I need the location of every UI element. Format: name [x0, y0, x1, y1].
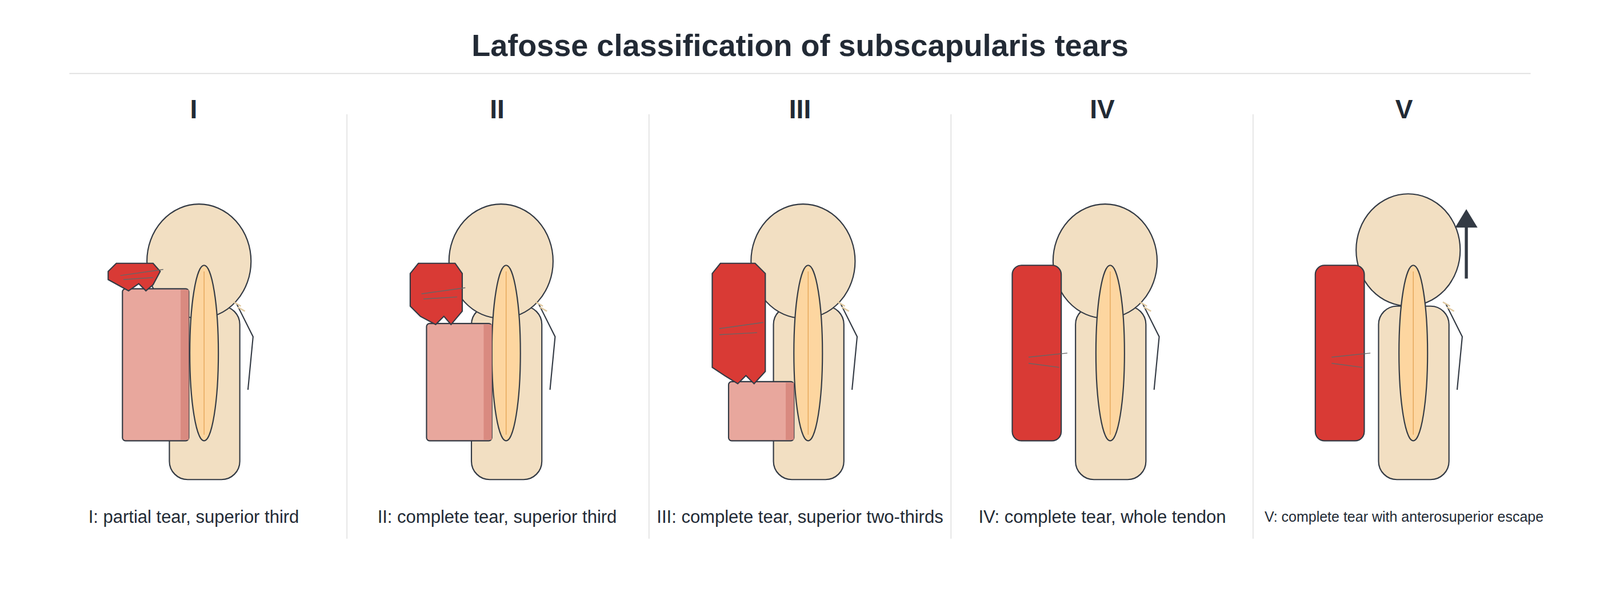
suture-line [719, 322, 764, 335]
panel-illustration [410, 204, 556, 480]
tendon-insertion [483, 324, 492, 440]
escape-arrow-shaft [1464, 224, 1468, 279]
intact-tendon [122, 288, 189, 441]
bicipital-groove [492, 265, 556, 441]
torn-tendon [108, 263, 160, 291]
bicipital-groove [1096, 265, 1160, 441]
panel-illustration [1012, 204, 1159, 480]
type-heading: II [489, 94, 505, 124]
type-caption: I: partial tear, superior third [88, 507, 300, 527]
separator-line [346, 114, 347, 539]
type-heading: I [190, 94, 198, 124]
torn-tendon [410, 263, 463, 325]
type-caption: V: complete tear with anterosuperior esc… [1264, 509, 1544, 526]
suture-line [421, 288, 466, 300]
panel-illustration [712, 204, 858, 480]
suture-line [1331, 353, 1371, 368]
type-heading: IV [1089, 94, 1115, 124]
separator-line [950, 114, 952, 539]
type-caption: II: complete tear, superior third [377, 507, 618, 527]
separator-line [1252, 114, 1254, 539]
escape-arrow-head [1454, 209, 1478, 228]
suture-line [120, 269, 164, 280]
intact-tendon [426, 323, 492, 441]
bicipital-groove [189, 265, 254, 441]
tendon-insertion [180, 289, 189, 440]
type-heading: V [1395, 94, 1414, 124]
title-rule [69, 73, 1531, 75]
torn-tendon [1012, 265, 1062, 441]
suture-line [1028, 353, 1068, 368]
intact-tendon [728, 381, 794, 442]
panel-separators [346, 114, 1254, 539]
type-caption: IV: complete tear, whole tendon [978, 507, 1226, 527]
bicipital-groove [793, 265, 858, 441]
type-heading: III [789, 94, 811, 124]
bicipital-groove [1398, 265, 1463, 441]
type-caption: III: complete tear, superior two-thirds [656, 507, 943, 527]
panel-illustration [1315, 193, 1478, 480]
tendon-insertion [785, 382, 794, 440]
panel-illustration [108, 204, 254, 480]
separator-line [648, 114, 650, 539]
torn-tendon [1315, 265, 1365, 441]
diagram-title: Lafosse classification of subscapularis … [471, 28, 1128, 63]
torn-tendon [712, 263, 766, 384]
